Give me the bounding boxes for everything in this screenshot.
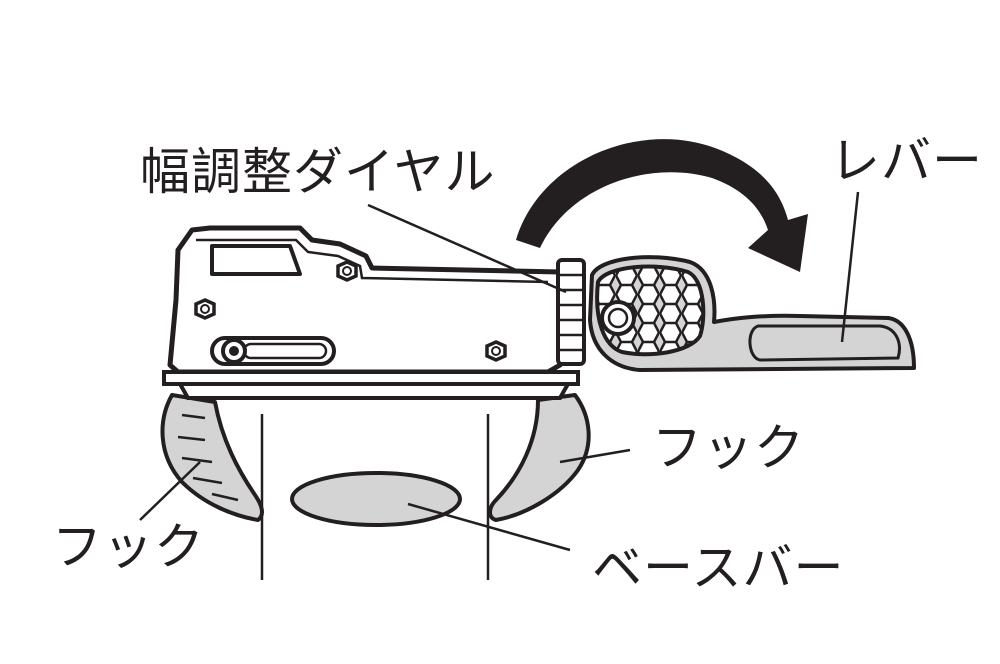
nut-icon [194, 298, 216, 320]
leader-line-dial [367, 203, 567, 294]
label-lever: レバー [830, 132, 983, 190]
curved-arrow-icon [516, 139, 808, 272]
hook-right [488, 393, 591, 522]
label-base-bar: ベースバー [592, 539, 845, 597]
label-width-adjust-dial: 幅調整ダイヤル [140, 143, 496, 201]
lever [588, 255, 916, 372]
leader-line-hook-right [559, 448, 631, 464]
device-body [162, 225, 580, 400]
base-bar [290, 471, 462, 527]
label-hook-right: フック [652, 419, 805, 477]
nut-icon [485, 340, 507, 362]
hook-left [160, 393, 264, 522]
leader-line-base-bar [407, 502, 571, 552]
width-adjust-dial [556, 258, 586, 366]
leader-line-hook-left [139, 461, 201, 521]
leader-line-lever [840, 191, 860, 343]
label-hook-left: フック [52, 518, 205, 576]
nut-icon [336, 260, 358, 282]
